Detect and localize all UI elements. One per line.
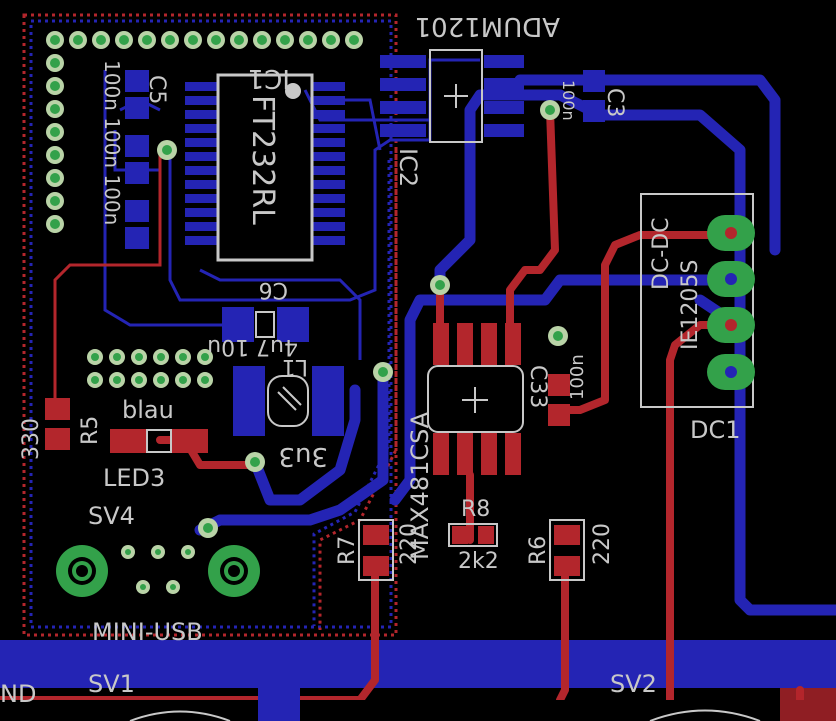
- r8: [448, 523, 498, 547]
- ie-label: IE1205S: [678, 260, 703, 350]
- r8-value: 2k2: [458, 549, 499, 574]
- top-plane-strip: [0, 700, 836, 721]
- l1-label: L1: [282, 354, 308, 379]
- mini-usb-label: MINI-USB: [92, 618, 203, 646]
- inductor-value: 3u3: [278, 441, 328, 471]
- r5-pad-1: [45, 398, 70, 420]
- left-caps-values: 100n 100n 100n: [100, 60, 124, 225]
- max481csa: [427, 323, 524, 475]
- ic1-name-label: IC1: [248, 63, 290, 93]
- sv1-label: SV1: [88, 670, 135, 698]
- nd-label: ND: [0, 680, 36, 708]
- ic2-value-label: ADUM1201: [415, 11, 560, 41]
- mini-usb-connector: [56, 545, 260, 597]
- l1-value: 4u7 10u: [207, 334, 298, 359]
- r5-label: R5: [78, 416, 103, 445]
- vias: [157, 100, 568, 538]
- sv2-arc: [649, 709, 761, 721]
- c33-pad-1: [548, 374, 570, 396]
- c3-value: 100n: [559, 80, 578, 121]
- ic2-name-label: IC2: [394, 148, 422, 187]
- r5-pad-2: [45, 428, 70, 450]
- bottom-right-block: [780, 688, 836, 721]
- c6-capacitor: [222, 307, 309, 342]
- dcdc-label: DC-DC: [649, 217, 674, 290]
- c33-value: 100n: [567, 354, 588, 400]
- dc1-converter: [640, 193, 755, 408]
- bottom-block-left: [258, 688, 300, 721]
- r6-value: 220: [590, 523, 615, 565]
- c3-pad-2: [583, 100, 605, 122]
- c33-pad-2: [548, 404, 570, 426]
- bottom-bus-bar: [0, 640, 836, 688]
- r8-label: R8: [461, 497, 490, 522]
- left-decoupling-caps: [125, 70, 149, 249]
- ic1-ft232rl: [185, 73, 345, 262]
- r6-label: R6: [526, 536, 551, 565]
- r7: [358, 519, 394, 581]
- led3: [110, 429, 208, 453]
- sv2-label: SV2: [610, 670, 657, 698]
- sv4-label: SV4: [88, 502, 135, 530]
- r7-value: 220: [397, 523, 422, 565]
- ic1-value-label: FT232RL: [245, 95, 280, 225]
- ic2-adum1201: [380, 49, 524, 143]
- r5-value: 330: [19, 418, 44, 460]
- jtag-header-pads: [46, 31, 363, 233]
- small-header-pads: [87, 349, 213, 388]
- led3-color: blau: [122, 396, 174, 424]
- pour-boundary-right-b: [312, 160, 391, 626]
- top-layer-thin-traces: [53, 150, 162, 410]
- r7-label: R7: [335, 536, 360, 565]
- r6: [549, 519, 585, 581]
- c6-label: C6: [259, 277, 288, 302]
- led3-label: LED3: [103, 464, 165, 492]
- max-label: MAX481CSA: [406, 411, 434, 560]
- c33-label: C33: [525, 365, 550, 408]
- c3-pad-1: [583, 70, 605, 92]
- inductor-3u3: [233, 366, 344, 436]
- sv1-arc: [129, 710, 231, 721]
- c3-label: C3: [602, 88, 627, 117]
- dc1-label: DC1: [690, 416, 741, 444]
- c5-label: C5: [144, 75, 169, 104]
